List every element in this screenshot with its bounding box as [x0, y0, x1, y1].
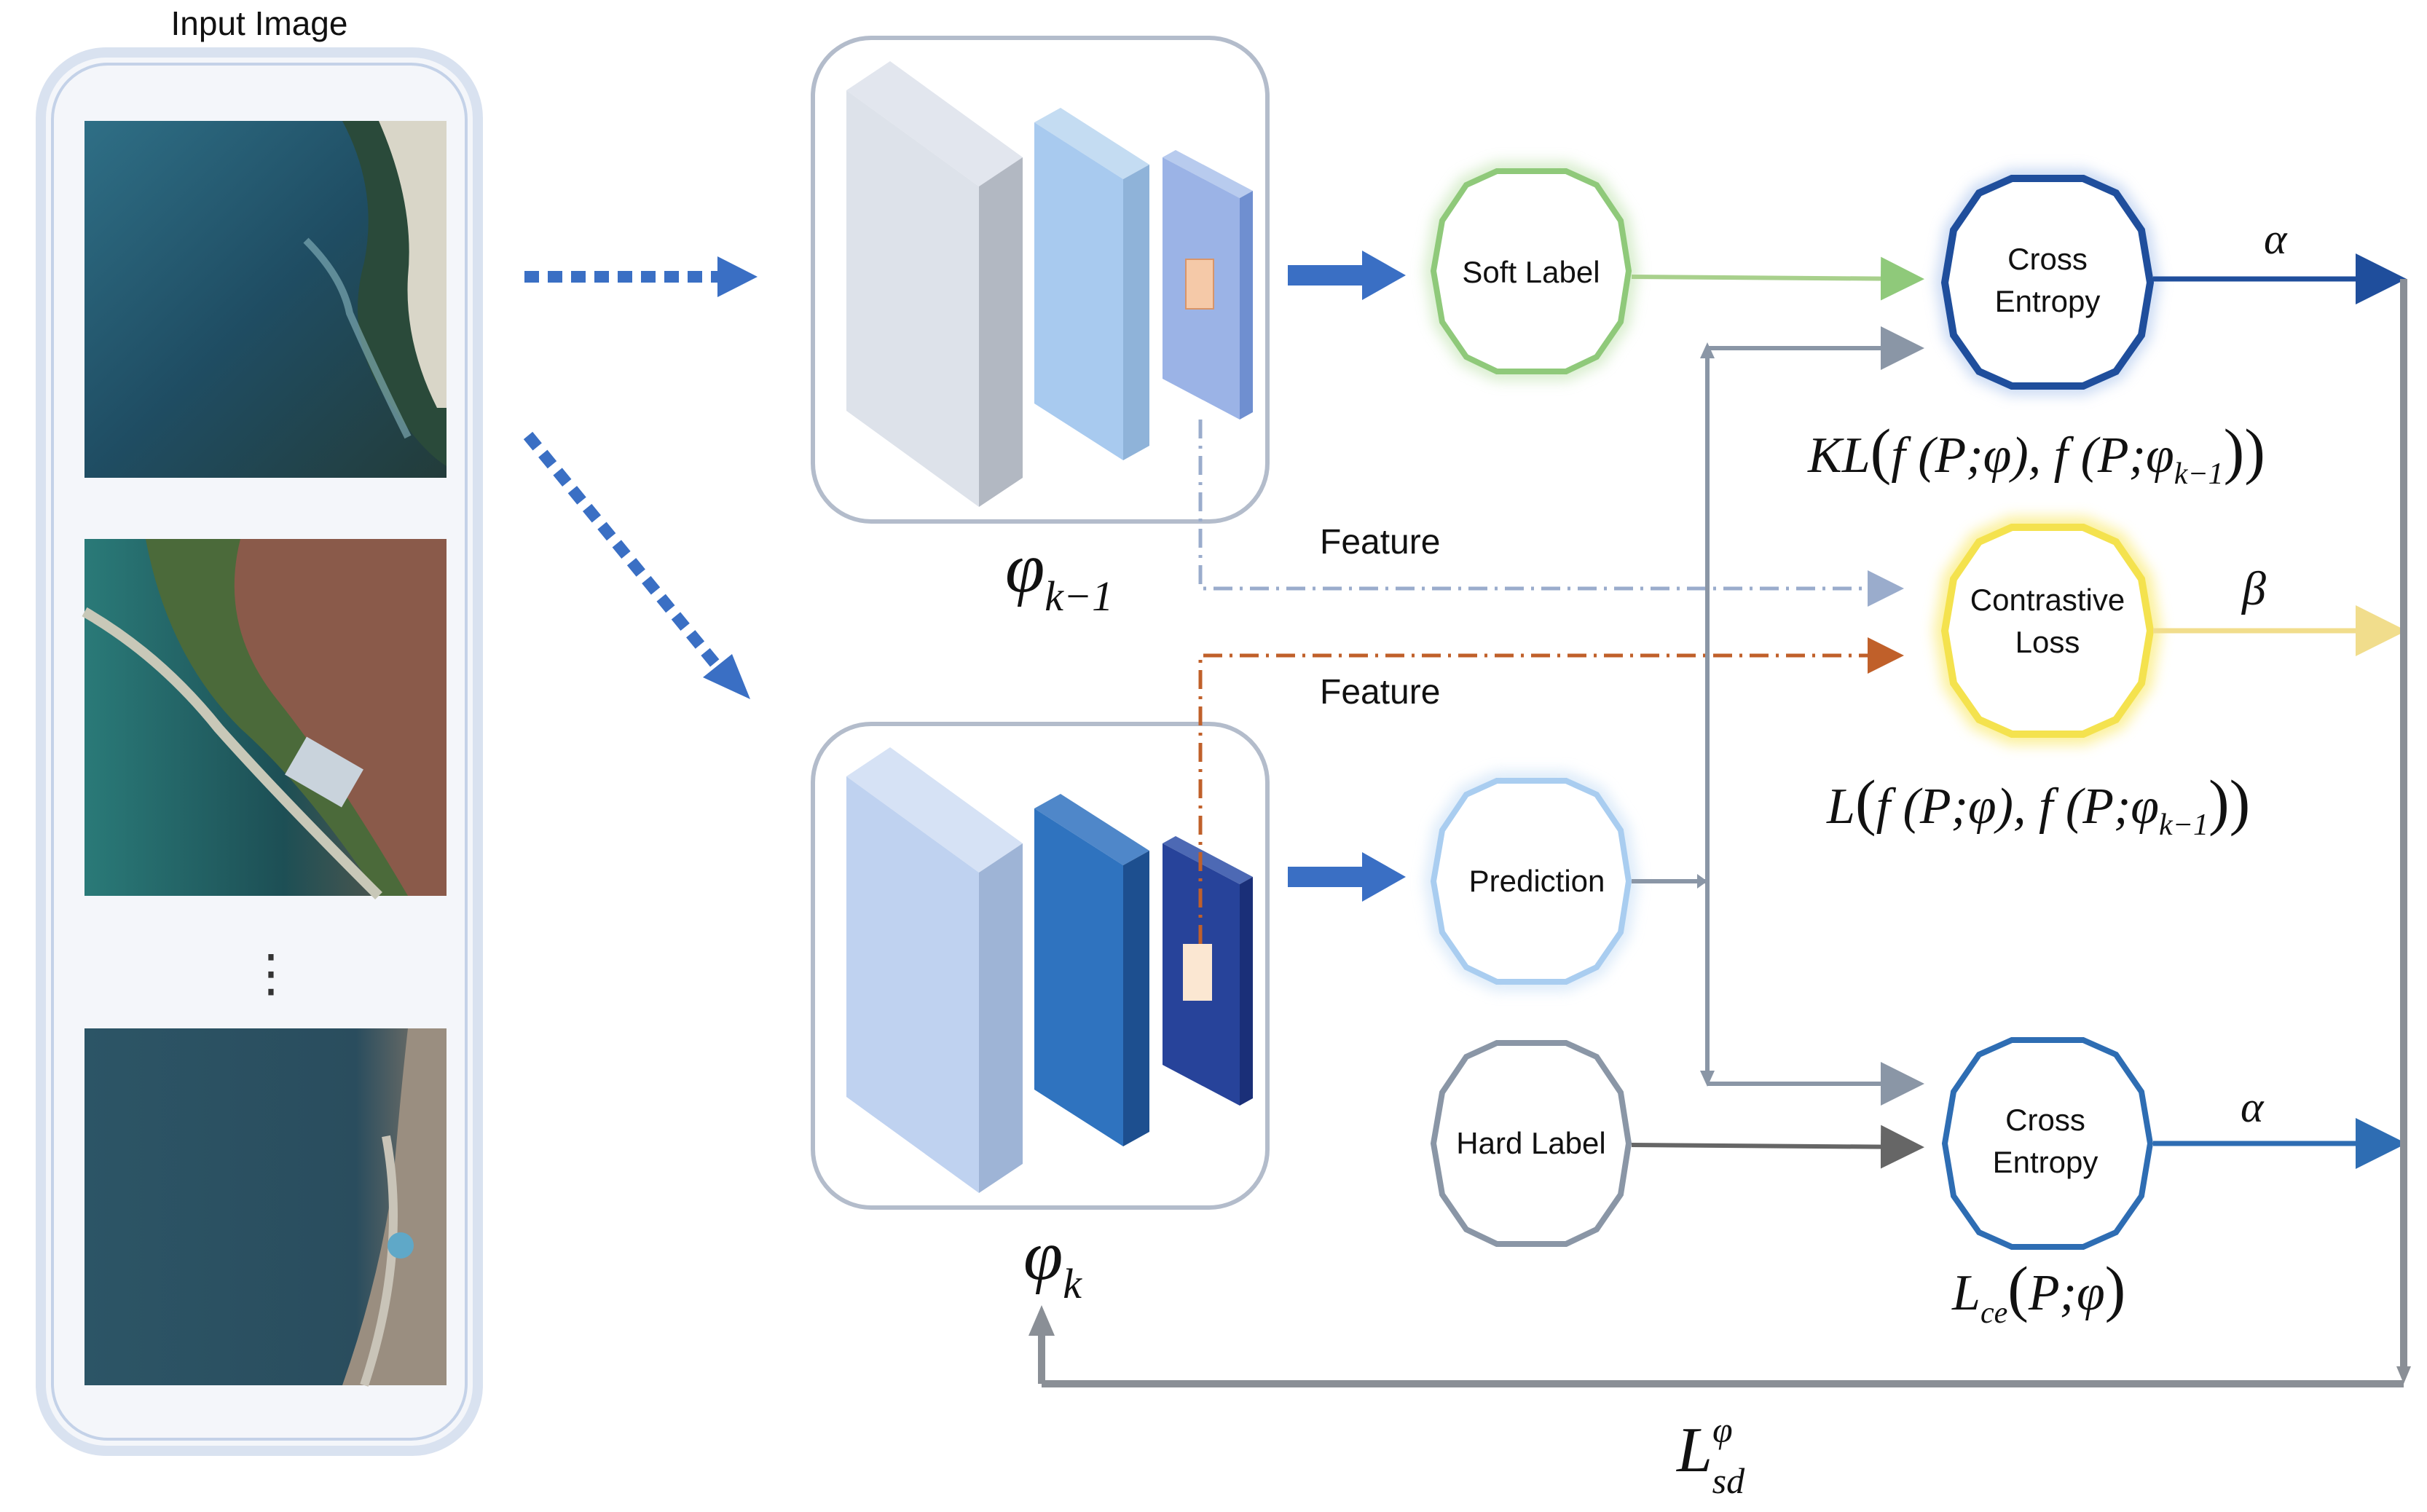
- kl-formula: KL(f (P;φ), f (P;φk−1)): [1807, 416, 2265, 491]
- soft-label-text: Soft Label: [1462, 255, 1600, 289]
- contrastive-loss-node: Contrastive Loss: [1933, 516, 2162, 745]
- teacher-feature-line: [1198, 420, 1904, 607]
- alpha-bottom-weight: α: [2241, 1083, 2265, 1131]
- prediction-branch-edges: [1632, 326, 1924, 1106]
- student-layer-1: [846, 747, 1023, 1193]
- student-output-arrow: [1288, 852, 1406, 902]
- teacher-layer-1: [846, 61, 1023, 507]
- input-image-title: Input Image: [171, 4, 348, 42]
- teacher-output-arrow: [1288, 251, 1406, 300]
- teacher-symbol: φk−1: [1005, 529, 1113, 620]
- input-ellipsis: ⋮: [245, 943, 296, 1003]
- teacher-feature-patch: [1185, 259, 1214, 310]
- feature-label-bottom: Feature: [1320, 673, 1440, 712]
- input-to-teacher-arrow: [524, 256, 758, 297]
- alpha-top-weight: α: [2264, 215, 2288, 263]
- cross-entropy-top-node: Cross Entropy: [1935, 169, 2160, 395]
- cross-entropy-bottom-line1: Cross: [2005, 1103, 2085, 1137]
- input-panel: ⋮: [36, 47, 483, 1456]
- teacher-layer-3: [1163, 150, 1253, 420]
- prediction-text: Prediction: [1469, 864, 1605, 898]
- hard-label-node: Hard Label: [1430, 1040, 1632, 1247]
- student-feature-patch: [1183, 944, 1212, 1001]
- satellite-image-1: [84, 121, 447, 478]
- soft-label-to-ce-edge: [1631, 256, 1924, 301]
- prediction-node: Prediction: [1423, 771, 1639, 991]
- hard-label-to-ce-edge: [1631, 1125, 1924, 1169]
- hard-label-text: Hard Label: [1456, 1126, 1605, 1160]
- student-layer-3: [1163, 836, 1253, 1106]
- teacher-layer-2: [1034, 108, 1149, 460]
- student-network: [811, 722, 1270, 1210]
- soft-label-node: Soft Label: [1423, 162, 1639, 381]
- beta-weight: β: [2241, 562, 2266, 615]
- ce-formula: Lce(P;φ): [1951, 1253, 2125, 1330]
- contrastive-loss-line2: Loss: [2015, 625, 2080, 659]
- cross-entropy-top-line1: Cross: [2007, 242, 2088, 276]
- cross-entropy-bottom-line2: Entropy: [1993, 1145, 2098, 1179]
- cross-entropy-bottom-node: Cross Entropy: [1941, 1037, 2154, 1250]
- satellite-image-2: [82, 539, 447, 899]
- feature-label-top: Feature: [1320, 523, 1440, 562]
- feedback-loop: [1028, 279, 2411, 1387]
- student-symbol: φk: [1023, 1216, 1082, 1307]
- student-layer-2: [1034, 794, 1149, 1146]
- teacher-network: [811, 36, 1270, 524]
- contrastive-loss-line1: Contrastive: [1970, 583, 2125, 617]
- cross-entropy-top-line2: Entropy: [1995, 284, 2101, 318]
- contrastive-formula: L(f (P;φ), f (P;φk−1)): [1826, 767, 2250, 842]
- satellite-image-3: [84, 1028, 447, 1387]
- input-to-student-arrow: [523, 431, 750, 699]
